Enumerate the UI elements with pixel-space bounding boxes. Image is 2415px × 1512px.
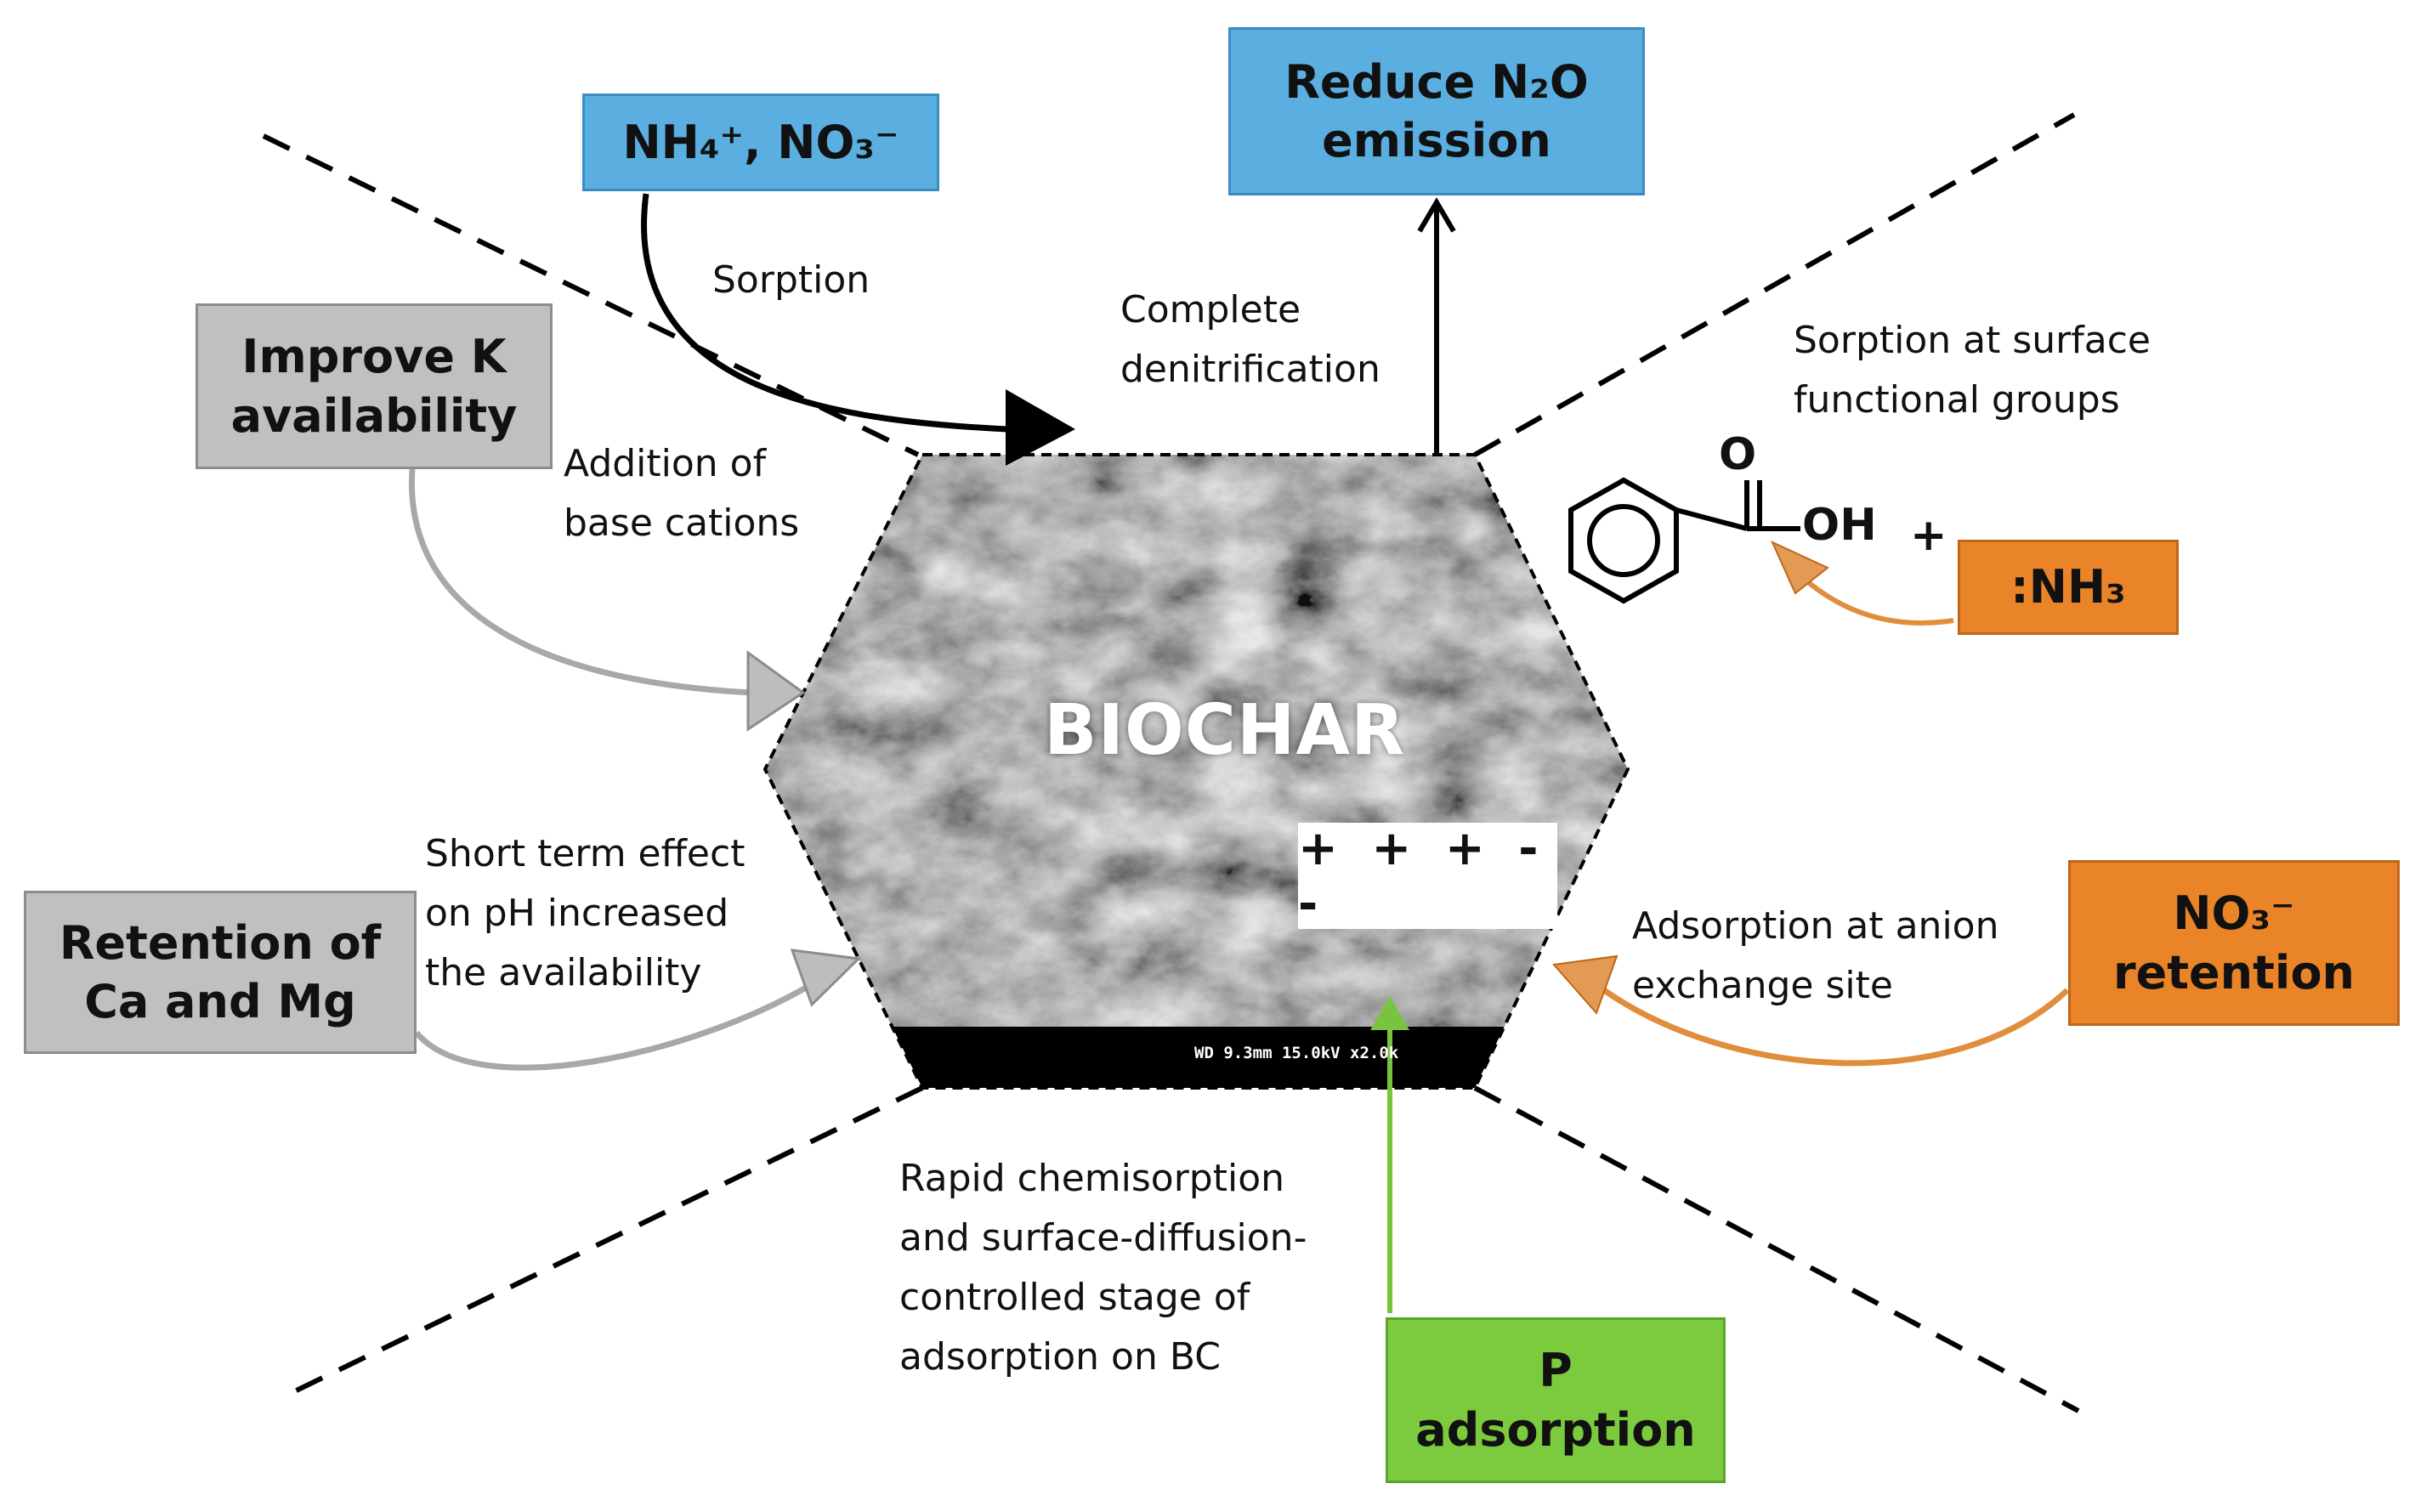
- reduce-n2o-line1: Reduce N₂O: [1284, 54, 1589, 109]
- ph-effect-line2: on pH increased: [425, 892, 729, 935]
- anion-exchange-line1: Adsorption at anion: [1632, 904, 1999, 948]
- potassium-arrowhead: [746, 650, 806, 732]
- surface-groups-line2: functional groups: [1794, 378, 2120, 422]
- base-cations-line1: Addition of: [564, 442, 767, 485]
- ph-effect-line3: the availability: [425, 951, 702, 994]
- no3-retention-line1: NO₃⁻: [2173, 886, 2295, 941]
- chemisorption-line4: adsorption on BC: [899, 1335, 1221, 1379]
- nh4-no3-box: NH₄⁺, NO₃⁻: [582, 93, 939, 191]
- potassium-arrow: [408, 468, 753, 696]
- base-cations-label: Addition of base cations: [564, 434, 799, 553]
- sorption-arrow: [641, 193, 1008, 433]
- retention-ca-mg-line2: Ca and Mg: [84, 975, 356, 1028]
- ph-effect-line1: Short term effect: [425, 832, 745, 875]
- nh3-box: :NH₃: [1958, 540, 2179, 635]
- chemisorption-line1: Rapid chemisorption: [899, 1157, 1285, 1200]
- denitrification-line1: Complete: [1120, 288, 1301, 331]
- no3-arrow: [1596, 983, 2070, 1067]
- surface-groups-line1: Sorption at surface: [1794, 319, 2151, 362]
- anion-exchange-line2: exchange site: [1632, 964, 1893, 1007]
- phosphorus-arrowhead: [1370, 996, 1409, 1030]
- hydroxyl-label: OH: [1802, 500, 1877, 551]
- improve-k-line1: Improve K: [241, 330, 507, 384]
- dashed-line-top-left: [262, 133, 920, 457]
- nh3-arrowhead: [1770, 540, 1829, 595]
- no3-arrowhead: [1552, 954, 1619, 1015]
- benzoic-acid-structure: [1568, 477, 1800, 604]
- reduce-n2o-box: Reduce N₂O emission: [1228, 27, 1645, 195]
- denitrification-arrowhead: [1417, 197, 1456, 233]
- reduce-n2o-line2: emission: [1322, 114, 1551, 167]
- sem-scale-text: WD 9.3mm 15.0kV x2.0k: [1194, 1044, 1399, 1062]
- improve-k-line2: availability: [230, 388, 518, 443]
- chemisorption-line3: controlled stage of: [899, 1276, 1250, 1319]
- biochar-label: BIOCHAR: [1044, 690, 1406, 771]
- denitrification-line2: denitrification: [1120, 348, 1380, 391]
- sorption-arrowhead: [1006, 389, 1075, 466]
- retention-ca-mg-line1: Retention of: [59, 915, 382, 970]
- ca-mg-arrowhead: [790, 949, 862, 1007]
- p-adsorption-line1: P: [1539, 1344, 1573, 1398]
- ca-mg-arrow: [414, 979, 818, 1071]
- dashed-line-top-right: [1473, 112, 2076, 457]
- p-adsorption-box: P adsorption: [1386, 1317, 1726, 1483]
- chemisorption-line2: and surface-diffusion-: [899, 1216, 1307, 1260]
- oxygen-label: O: [1719, 429, 1757, 480]
- biochar-hexagon: [762, 453, 1630, 1090]
- surface-groups-label: Sorption at surface functional groups: [1794, 311, 2151, 430]
- plus-sign: +: [1910, 510, 1947, 561]
- improve-k-box: Improve K availability: [196, 303, 553, 469]
- no3-retention-box: NO₃⁻ retention: [2068, 860, 2400, 1026]
- dashed-line-bottom-left: [279, 1085, 924, 1401]
- nh4-no3-label: NH₄⁺, NO₃⁻: [622, 115, 899, 169]
- chemisorption-label: Rapid chemisorption and surface-diffusio…: [899, 1149, 1307, 1387]
- ph-effect-label: Short term effect on pH increased the av…: [425, 824, 745, 1003]
- retention-ca-mg-box: Retention of Ca and Mg: [24, 891, 417, 1054]
- surface-charge-indicator: + + + - -: [1298, 821, 1557, 932]
- sorption-label: Sorption: [712, 258, 870, 302]
- base-cations-line2: base cations: [564, 501, 800, 545]
- no3-retention-line2: retention: [2112, 945, 2355, 1000]
- dashed-line-bottom-right: [1473, 1085, 2080, 1413]
- denitrification-label: Complete denitrification: [1120, 280, 1380, 399]
- anion-exchange-label: Adsorption at anion exchange site: [1632, 897, 1998, 1016]
- p-adsorption-line2: adsorption: [1415, 1402, 1696, 1457]
- nh3-label: :NH₃: [2010, 560, 2126, 614]
